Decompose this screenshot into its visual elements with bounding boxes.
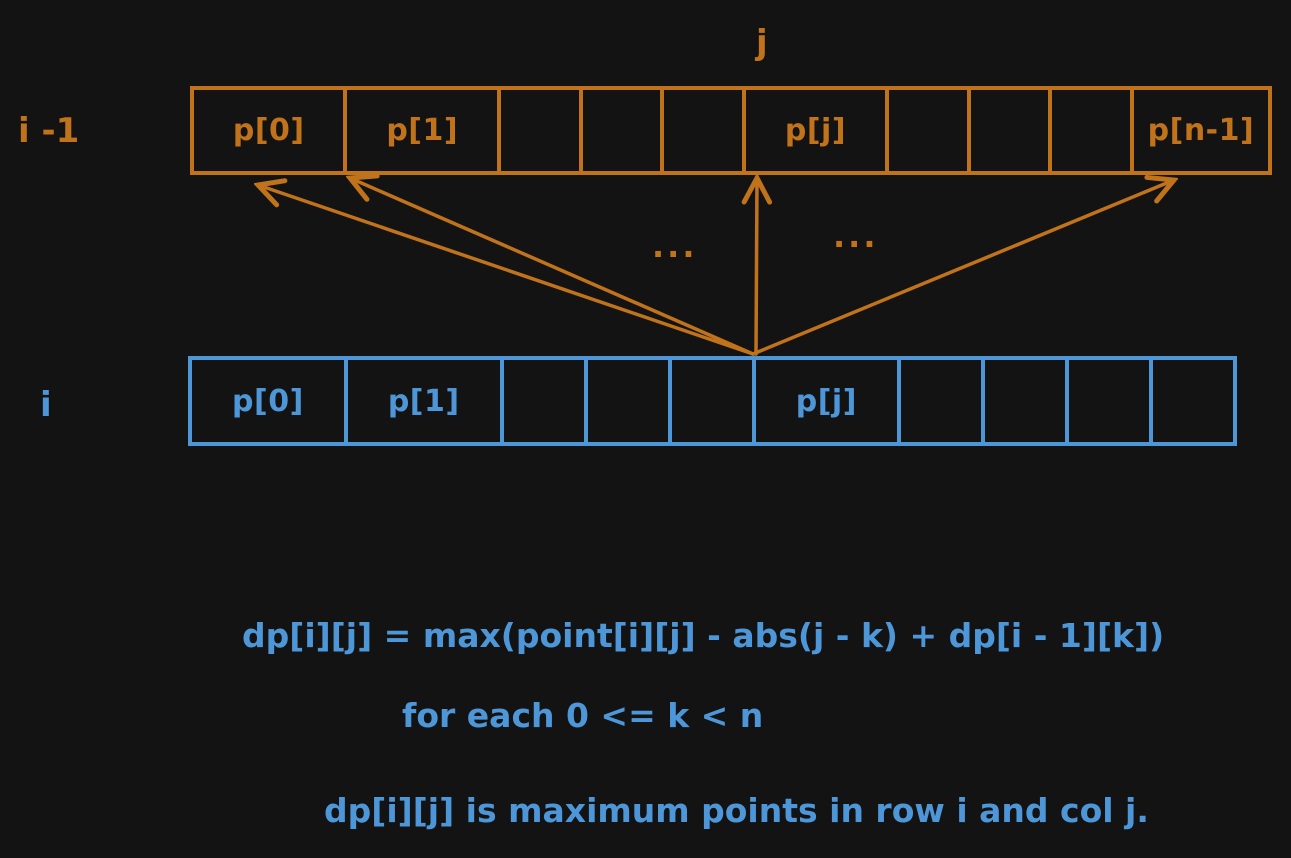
prev-cell-7 (971, 90, 1053, 171)
arrow-to-pj (756, 178, 757, 356)
curr-cell-9 (1153, 360, 1233, 442)
prev-cell-pn-1: p[n-1] (1147, 113, 1255, 148)
curr-cell-3 (588, 360, 672, 442)
curr-cell-p0: p[0] (192, 360, 348, 442)
k-range-note: for each 0 <= k < n (402, 696, 764, 735)
prev-cell-4 (664, 90, 746, 171)
prev-cell-pj: p[j] (746, 90, 889, 171)
curr-cell-8 (1069, 360, 1154, 442)
ellipsis-right: ... (833, 217, 879, 255)
curr-row-array: p[0] p[1] p[j] (188, 356, 1237, 446)
dp-recurrence-formula: dp[i][j] = max(point[i][j] - abs(j - k) … (242, 616, 1165, 655)
prev-row-array: p[0] p[1] p[j] p[n-1] (190, 86, 1272, 175)
prev-cell-6 (889, 90, 971, 171)
ellipsis-left: ... (652, 227, 698, 265)
prev-cell-p1: p[1] (347, 90, 501, 171)
curr-cell-2 (504, 360, 588, 442)
arrow-to-p0 (258, 185, 755, 356)
curr-cell-p1: p[1] (348, 360, 504, 442)
prev-cell-p0: p[0] (194, 90, 348, 171)
prev-cell-2 (501, 90, 583, 171)
curr-cell-6 (901, 360, 985, 442)
col-j-label: j (756, 23, 768, 63)
row-label-i-minus-1: i -1 (18, 111, 80, 151)
arrow-to-p1 (350, 178, 755, 356)
dp-definition-note: dp[i][j] is maximum points in row i and … (324, 791, 1149, 830)
prev-cell-8 (1052, 90, 1134, 171)
row-label-i: i (40, 385, 52, 425)
arrow-to-pn-1 (751, 180, 1174, 356)
prev-cell-3 (583, 90, 665, 171)
curr-cell-4 (672, 360, 756, 442)
curr-cell-pj: p[j] (756, 360, 901, 442)
curr-cell-7 (985, 360, 1069, 442)
